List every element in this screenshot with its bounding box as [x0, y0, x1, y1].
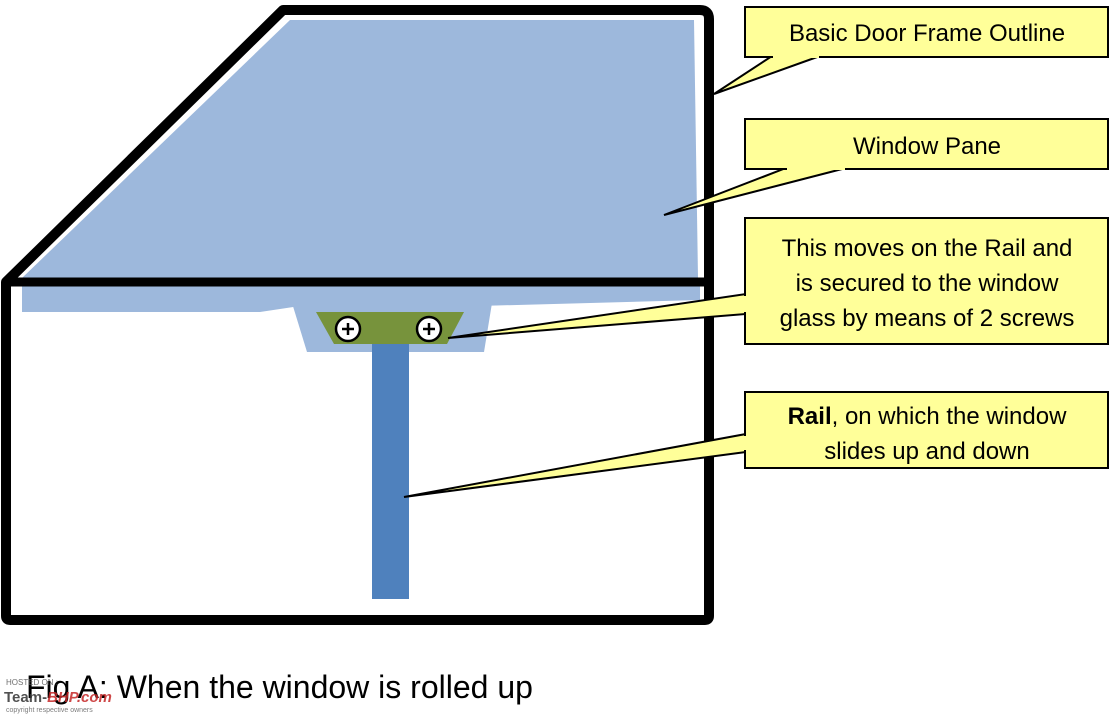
- callout-rail: Rail, on which the window slides up and …: [403, 391, 1109, 498]
- watermark-bhp: BHP.com: [47, 689, 112, 706]
- screw-icon: [415, 315, 443, 343]
- label-rail-line2: slides up and down: [824, 438, 1029, 465]
- watermark-copyright: copyright respective owners: [6, 707, 93, 714]
- label-rail-line1: Rail, on which the window: [788, 403, 1067, 430]
- rail: [372, 344, 409, 599]
- label-rail-line1-rest: , on which the window: [832, 403, 1067, 430]
- window-pane-lower-strip: [22, 286, 700, 312]
- figure-caption: Fig A: When the window is rolled up: [26, 669, 533, 705]
- watermark-hosted: HOSTED ON :: [6, 678, 58, 687]
- label-window-pane: Window Pane: [853, 133, 1001, 160]
- door-frame-outline: [1, 5, 714, 625]
- callout-window-pane: Window Pane: [663, 118, 1109, 216]
- label-rail-bold: Rail: [788, 403, 832, 430]
- watermark-team: Team-: [4, 689, 47, 706]
- callout-door-frame: Basic Door Frame Outline: [713, 6, 1109, 95]
- label-carrier-line1: This moves on the Rail and: [782, 235, 1073, 262]
- watermark: HOSTED ON : Team-BHP.com copyright respe…: [4, 678, 112, 714]
- label-door-frame: Basic Door Frame Outline: [789, 20, 1065, 47]
- watermark-brand: Team-BHP.com: [4, 689, 112, 706]
- callout-carrier: This moves on the Rail and is secured to…: [447, 217, 1109, 345]
- window-pane: [22, 20, 698, 278]
- screw-icon: [334, 315, 362, 343]
- label-carrier-line3: glass by means of 2 screws: [780, 305, 1075, 332]
- label-carrier-line2: is secured to the window: [796, 270, 1059, 297]
